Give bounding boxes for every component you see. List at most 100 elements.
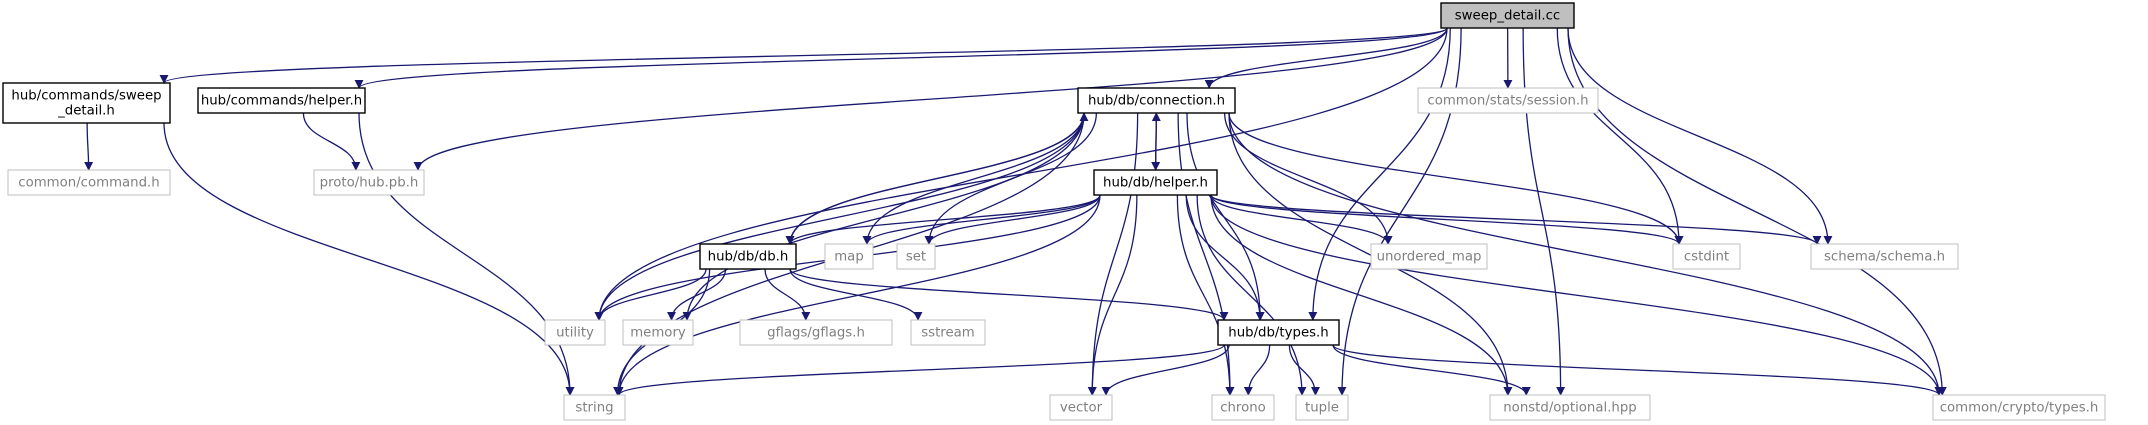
edge-db_types_h-to-optional_hpp xyxy=(1332,344,1531,396)
node-box xyxy=(1093,169,1218,196)
node-cmd-sweep-detail-h[interactable]: hub/commands/sweep_detail.h xyxy=(2,82,171,124)
edge-sweep_detail_cc-to-tuple xyxy=(1337,27,1462,396)
edge-db_connection_h-to-cstdint xyxy=(1228,112,1684,245)
node-box xyxy=(1077,87,1236,114)
edge-sweep_detail_cc-to-proto_hub_pb_h xyxy=(413,27,1448,171)
node-sstream: sstream xyxy=(910,319,986,346)
edge-db_connection_h-to-map xyxy=(862,112,1085,245)
nodes-layer: sweep_detail.cc hub/commands/sweep_detail… xyxy=(2,2,2106,421)
edge-sweep_detail_cc-to-cmd_helper_h xyxy=(354,27,1448,89)
node-cstdint: cstdint xyxy=(1672,243,1741,270)
edge-db_helper_h-to-crypto_types_h xyxy=(1210,194,1944,396)
node-map: map xyxy=(824,243,874,270)
node-box xyxy=(313,169,425,196)
edge-db_connection_h-to-unordered_map xyxy=(1223,112,1393,245)
node-box xyxy=(699,243,797,270)
edge-db_db_h-to-db_connection_h xyxy=(789,112,1089,245)
node-label: sstream xyxy=(921,326,975,341)
node-sweep-detail-cc[interactable]: sweep_detail.cc xyxy=(1440,2,1575,29)
edge-db_helper_h-to-db_types_h xyxy=(1185,194,1265,321)
edge-sweep_detail_cc-to-cmd_sweep_detail_h xyxy=(159,27,1448,84)
node-tuple: tuple xyxy=(1295,394,1349,421)
node-utility: utility xyxy=(544,319,606,346)
edge-db_helper_h-to-cstdint xyxy=(1210,194,1684,245)
node-label: set xyxy=(906,250,926,265)
node-label: string xyxy=(575,401,613,416)
node-label: gflags/gflags.h xyxy=(767,326,865,341)
node-crypto-types-h: common/crypto/types.h xyxy=(1932,394,2106,421)
node-label: common/command.h xyxy=(18,176,159,191)
node-string: string xyxy=(563,394,626,421)
node-db-helper-h[interactable]: hub/db/helper.h xyxy=(1093,169,1218,196)
edge-db_types_h-to-chrono xyxy=(1243,344,1271,396)
edge-sweep_detail_cc-to-db_connection_h xyxy=(1204,27,1448,89)
node-box xyxy=(1440,2,1575,29)
edges-layer xyxy=(84,27,1947,396)
node-box xyxy=(739,319,893,346)
edge-db_types_h-to-crypto_types_h xyxy=(1332,344,1944,396)
node-db-types-h[interactable]: hub/db/types.h xyxy=(1217,319,1340,346)
node-label: nonstd/optional.hpp xyxy=(1503,401,1636,416)
node-db-connection-h[interactable]: hub/db/connection.h xyxy=(1077,87,1236,114)
node-gflags-h: gflags/gflags.h xyxy=(739,319,893,346)
edge-db_db_h-to-gflags_h xyxy=(764,268,811,321)
edge-cmd_sweep_detail_h-to-common_command_h xyxy=(84,122,94,171)
edge-db_helper_h-to-optional_hpp xyxy=(1210,194,1513,396)
node-label: proto/hub.pb.h xyxy=(320,176,419,191)
node-label: unordered_map xyxy=(1377,250,1482,265)
node-label: hub/commands/sweep xyxy=(11,89,161,104)
node-label: _detail.h xyxy=(57,104,115,119)
node-box xyxy=(544,319,606,346)
edge-db_db_h-to-memory xyxy=(667,268,727,321)
edge-sweep_detail_cc-to-crypto_types_h xyxy=(1567,27,1947,396)
node-label: hub/db/connection.h xyxy=(1088,94,1225,109)
node-label: memory xyxy=(630,326,686,341)
edge-db_helper_h-to-chrono xyxy=(1176,194,1235,396)
edge-sweep_detail_cc-to-optional_hpp xyxy=(1522,27,1566,396)
node-box xyxy=(1370,243,1488,270)
node-label: schema/schema.h xyxy=(1824,250,1945,265)
edge-db_connection_h-to-vector xyxy=(1087,112,1139,396)
node-box xyxy=(910,319,986,346)
node-db-db-h[interactable]: hub/db/db.h xyxy=(699,243,797,270)
node-label: utility xyxy=(556,326,594,341)
node-box xyxy=(622,319,694,346)
edge-db_helper_h-to-schema_h xyxy=(1210,194,1822,245)
edge-db_connection_h-to-utility xyxy=(594,112,1085,321)
edge-db_helper_h-to-vector xyxy=(1087,194,1138,396)
node-optional-hpp: nonstd/optional.hpp xyxy=(1489,394,1651,421)
edge-db_types_h-to-tuple xyxy=(1288,344,1320,396)
node-set: set xyxy=(896,243,936,270)
node-box xyxy=(7,169,171,196)
edge-db_helper_h-to-unordered_map xyxy=(1210,194,1393,245)
edge-db_helper_h-to-db_db_h xyxy=(785,194,1101,245)
node-box xyxy=(1417,87,1599,114)
edge-sweep_detail_cc-to-db_types_h xyxy=(1308,27,1451,321)
node-stats-session-h: common/stats/session.h xyxy=(1417,87,1599,114)
node-chrono: chrono xyxy=(1211,394,1275,421)
edge-sweep_detail_cc-to-cstdint xyxy=(1556,27,1684,245)
node-box xyxy=(1672,243,1741,270)
node-box xyxy=(1932,394,2106,421)
edge-sweep_detail_cc-to-schema_h xyxy=(1567,27,1833,245)
node-box xyxy=(197,87,366,114)
edge-db_db_h-to-db_types_h xyxy=(789,268,1229,321)
edge-db_connection_h-to-crypto_types_h xyxy=(1228,112,1944,396)
node-vector: vector xyxy=(1049,394,1113,421)
edge-db_helper_h-to-tuple xyxy=(1196,194,1307,396)
node-box xyxy=(1295,394,1349,421)
node-box xyxy=(1217,319,1340,346)
node-label: vector xyxy=(1060,401,1103,416)
node-label: tuple xyxy=(1305,401,1339,416)
node-label: hub/db/types.h xyxy=(1228,326,1328,341)
node-box xyxy=(1489,394,1651,421)
node-label: cstdint xyxy=(1684,250,1729,265)
edge-db_connection_h-to-optional_hpp xyxy=(1228,112,1513,396)
node-label: common/crypto/types.h xyxy=(1940,401,2099,416)
edge-db_helper_h-to-db_connection_h xyxy=(1151,112,1161,171)
node-label: chrono xyxy=(1220,401,1266,416)
node-cmd-helper-h[interactable]: hub/commands/helper.h xyxy=(197,87,366,114)
node-proto-hub-pb-h: proto/hub.pb.h xyxy=(313,169,425,196)
edge-db_types_h-to-string xyxy=(614,344,1225,396)
